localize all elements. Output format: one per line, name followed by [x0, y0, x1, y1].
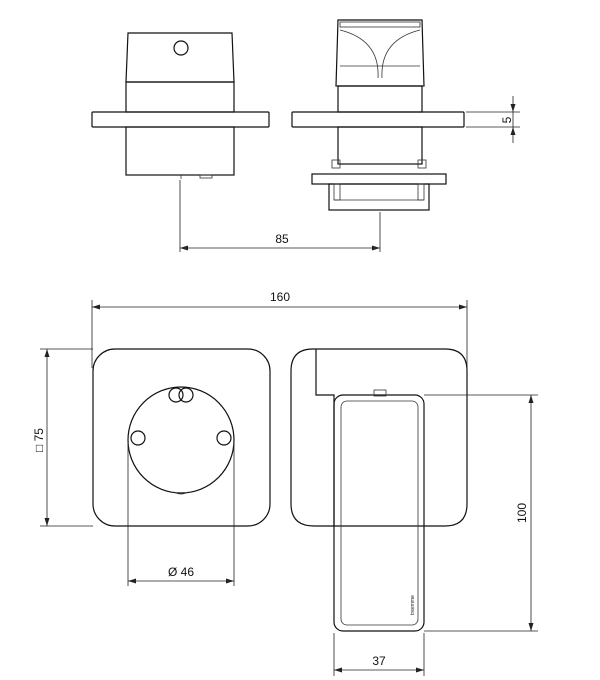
dimension-46-label: Ø 46 — [168, 565, 194, 579]
dimension-75: □ 75 — [32, 348, 93, 527]
brand-logo: treemme — [410, 595, 416, 615]
handle-front: treemme — [333, 389, 425, 632]
dimension-37-label: 37 — [372, 654, 386, 668]
right-plate — [290, 348, 468, 527]
dimension-160: 160 — [91, 290, 468, 368]
dimension-5: 5 — [466, 96, 520, 143]
dimension-160-label: 160 — [270, 290, 290, 304]
dimension-85: 85 — [179, 180, 381, 252]
dimension-75-label: □ 75 — [32, 428, 46, 452]
dimension-100: 100 — [424, 394, 538, 632]
side-view-handle — [291, 19, 465, 211]
side-view-body — [91, 32, 270, 179]
dimension-46: Ø 46 — [127, 442, 235, 586]
left-plate — [92, 348, 271, 527]
dimension-85-label: 85 — [275, 232, 289, 246]
valve-disc — [127, 386, 235, 494]
dimension-37: 37 — [333, 633, 425, 676]
dimension-100-label: 100 — [515, 503, 529, 523]
dimension-5-label: 5 — [500, 116, 514, 123]
